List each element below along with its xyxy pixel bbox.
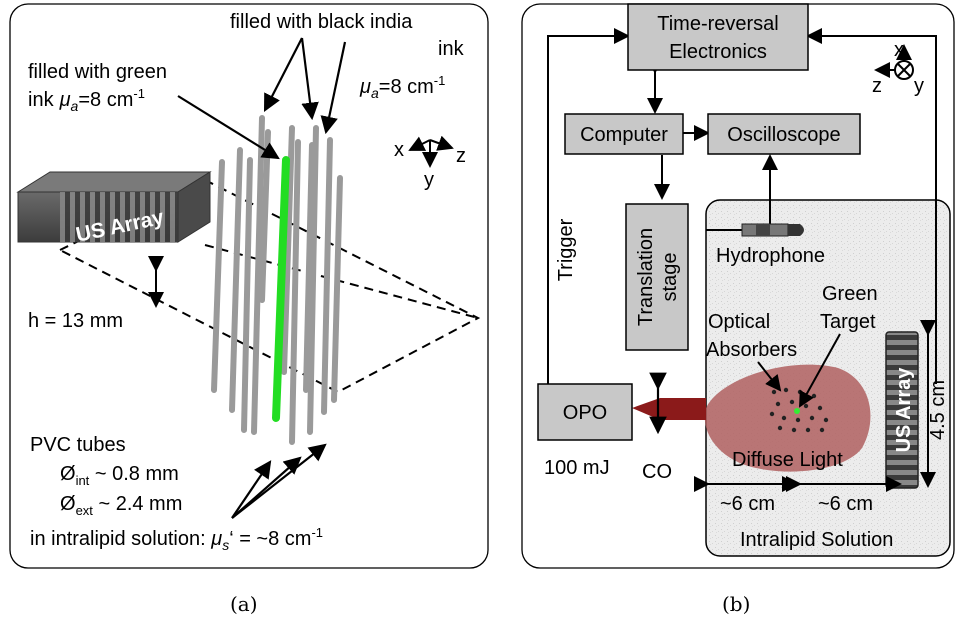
axes-a [408,135,454,168]
panel-a: US Array h = 13 mm filled with black ind… [9,3,489,616]
pvc-tubes [211,115,343,445]
axis-y-b: y [914,75,924,97]
us-array-a: US Array [16,171,212,247]
oscilloscope-label: Oscilloscope [727,124,840,146]
diffuse-light [704,364,871,472]
distance-1: ~6 cm [720,493,775,515]
opo-box [537,383,633,441]
axis-y-a: y [424,169,434,191]
hydrophone-label: Hydrophone [716,245,825,267]
time-reversal-label-2: Electronics [669,41,767,63]
opo-label: OPO [563,402,607,424]
time-reversal-label-1: Time-reversal [657,13,779,35]
time-reversal-box [627,3,809,71]
wires [547,28,937,384]
optical-label-2: Absorbers [706,339,797,361]
us-array-b: US Array [885,331,919,489]
axis-z-b: z [872,75,882,97]
label-arrows-b [757,333,841,408]
intralipid-label-b: Intralipid Solution [740,529,893,551]
caption-b: (b) [722,592,750,616]
translation-stage-box [625,203,689,351]
computer-label: Computer [580,124,668,146]
trigger-label: Trigger [555,218,577,281]
d-ext: Øext ~ 2.4 mm [60,493,182,518]
hydrophone [741,223,804,237]
label-black-ink-1: filled with black india [230,11,413,33]
caption-a: (a) [230,592,258,616]
panel-b: Time-reversal Electronics Computer Oscil… [521,3,955,616]
translation-label-1: Translation [635,228,657,326]
optical-label-1: Optical [708,311,770,333]
oscilloscope-box [707,113,861,155]
distance-2: ~6 cm [818,493,873,515]
axis-z-a: z [456,145,466,167]
intralipid-a: in intralipid solution: μs‘ = ~8 cm-1 [30,525,323,553]
label-mu-a-black: μa=8 cm-1 [359,73,445,101]
diffuse-light-label: Diffuse Light [732,449,843,471]
d-int: Øint ~ 0.8 mm [60,463,179,488]
us-array-b-label: US Array [893,367,915,453]
axis-x-a: x [394,139,404,161]
height-label: 4.5 cm [927,380,949,440]
green-tube [272,156,290,422]
translation-label-2: stage [659,253,681,302]
h-label: h = 13 mm [28,310,123,332]
pvc-title: PVC tubes [30,434,126,456]
green-target [794,408,800,414]
computer-box [564,113,684,155]
green-target-label-2: Target [820,311,876,333]
axis-x-b: x [894,39,904,61]
label-black-ink-2: ink [438,38,465,60]
energy-label: 100 mJ [544,457,610,479]
pvc-arrows [231,443,327,519]
label-arrows-a [177,37,347,160]
label-green-1: filled with green [28,61,167,83]
green-target-label-1: Green [822,283,878,305]
co-label: CO [642,461,672,483]
axes-b [874,44,914,80]
